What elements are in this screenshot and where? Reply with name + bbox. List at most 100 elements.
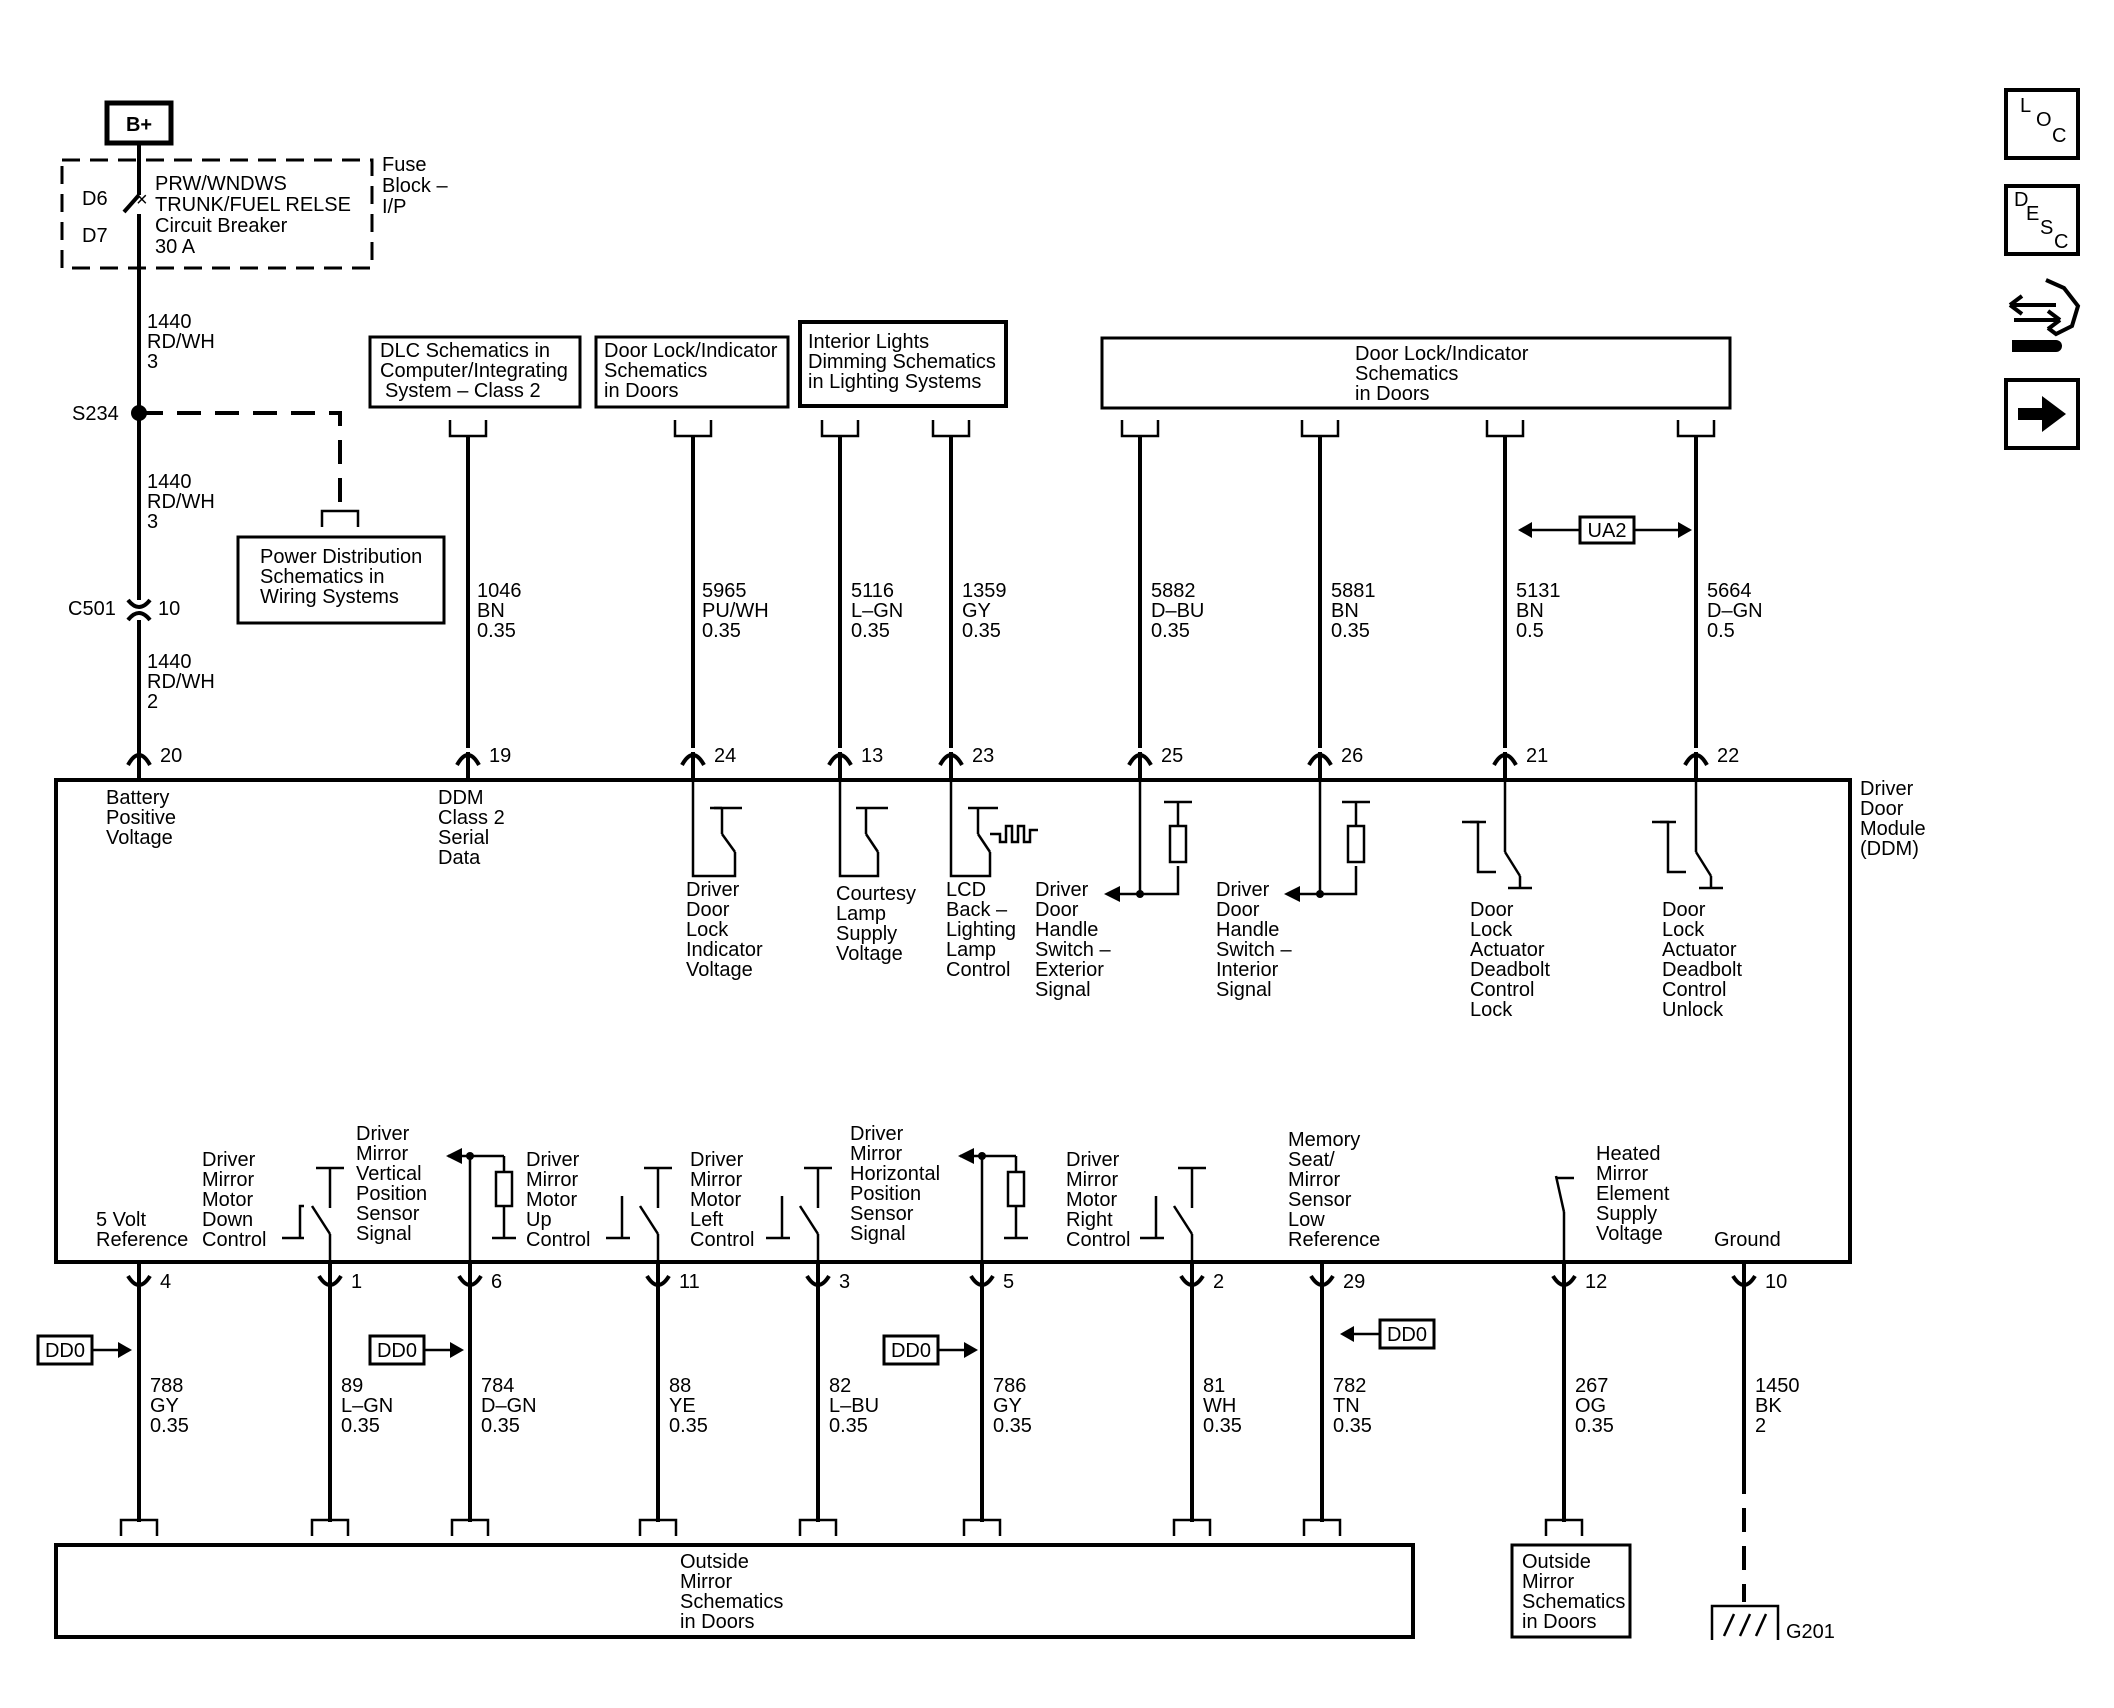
top-wire-4-size: 0.35 [962,620,1001,642]
outside-mirror-box-b[interactable] [1510,1543,1632,1639]
svg-text:DD0: DD0 [1387,1324,1427,1346]
svg-text:Control: Control [946,959,1010,981]
outside-mirror-box-a[interactable] [54,1543,1415,1639]
next-arrow-icon[interactable] [2004,378,2080,450]
dd0-flag-4[interactable]: DD0 [1340,1318,1436,1350]
ua2-label: UA2 [1588,520,1627,542]
svg-text:Reference: Reference [1288,1229,1380,1251]
svg-text:Signal: Signal [356,1223,412,1245]
svg-text:Motor: Motor [202,1189,253,1211]
dd0-flag-2[interactable]: DD0 [368,1334,464,1366]
svg-text:Heated: Heated [1596,1143,1661,1165]
svg-text:in Doors: in Doors [680,1611,754,1633]
svg-text:Back –: Back – [946,899,1008,921]
label-lock-indicator: Driver Door Lock Indicator Voltage [686,879,763,981]
splice-label: S234 [72,403,119,425]
top-wire-7-circuit: 5131 [1516,580,1561,602]
svg-text:Mirror: Mirror [526,1169,579,1191]
dd0-flag-1[interactable]: DD0 [36,1334,132,1366]
svg-text:Driver: Driver [1066,1149,1120,1171]
svg-text:Schematics: Schematics [1522,1591,1625,1613]
svg-text:YE: YE [669,1395,696,1417]
svg-text:Outside: Outside [1522,1551,1591,1573]
svg-text:Deadbolt: Deadbolt [1662,959,1743,981]
interior-lights-box[interactable] [798,320,1008,408]
desc-icon[interactable]: D E S C [2004,184,2080,256]
svg-text:Door: Door [1470,899,1514,921]
fuse-block-outline [60,158,374,270]
top-connector-brackets [448,420,1716,438]
svg-text:Driver: Driver [1216,879,1270,901]
label-serial-data: DDM Class 2 Serial Data [438,787,505,869]
dd0-flag-3[interactable]: DD0 [882,1334,978,1366]
label-vertical-sensor: Driver Mirror Vertical Position Sensor S… [356,1123,427,1245]
top-wire-1-circuit: 1046 [477,580,522,602]
svg-text:Motor: Motor [1066,1189,1117,1211]
breaker-line-1: PRW/WNDWS [155,173,287,195]
svg-text:Driver: Driver [1035,879,1089,901]
label-heated-mirror: Heated Mirror Element Supply Voltage [1596,1143,1670,1245]
svg-text:Mirror: Mirror [690,1169,743,1191]
label-motor-up: Driver Mirror Motor Up Control [526,1149,590,1251]
svg-text:Switch –: Switch – [1035,939,1111,961]
svg-text:O: O [2036,109,2052,131]
c501-connector-symbol [126,598,152,609]
svg-text:0.35: 0.35 [1333,1415,1372,1437]
svg-text:Module: Module [1860,818,1926,840]
dlc-box-line-1: DLC Schematics in [380,340,550,362]
svg-text:782: 782 [1333,1375,1366,1397]
wire-b-color: RD/WH [147,491,215,513]
c501-label: C501 [68,598,116,620]
ddm-module-box [54,778,1852,1264]
door-lock-schematics-box-b[interactable] [1100,336,1732,410]
svg-text:Class 2: Class 2 [438,807,505,829]
wire-c-color: RD/WH [147,671,215,693]
svg-text:Mirror: Mirror [1288,1169,1341,1191]
top-wire-7-color: BN [1516,600,1544,622]
svg-text:Signal: Signal [850,1223,906,1245]
svg-text:Position: Position [356,1183,427,1205]
svg-text:Right: Right [1066,1209,1113,1231]
top-wire-4-color: GY [962,600,991,622]
svg-text:GY: GY [993,1395,1022,1417]
diagnostic-icon[interactable] [2008,278,2081,352]
svg-text:Voltage: Voltage [836,943,903,965]
ground-symbol-g201 [1710,1604,1780,1640]
svg-text:Voltage: Voltage [1596,1223,1663,1245]
module-name: Driver Door Module (DDM) [1860,778,1926,860]
svg-text:Exterior: Exterior [1035,959,1104,981]
label-horizontal-sensor: Driver Mirror Horizontal Position Sensor… [850,1123,940,1245]
top-wire-5-size: 0.35 [1151,620,1190,642]
svg-text:Mirror: Mirror [356,1143,409,1165]
svg-text:D–GN: D–GN [481,1395,537,1417]
svg-text:TN: TN [1333,1395,1360,1417]
power-dist-line-1: Power Distribution [260,546,422,568]
power-dist-box[interactable] [236,535,446,625]
label-courtesy-lamp: Courtesy Lamp Supply Voltage [836,883,916,965]
svg-text:Mirror: Mirror [202,1169,255,1191]
svg-text:6: 6 [491,1271,502,1293]
svg-text:Up: Up [526,1209,552,1231]
bottom-connector-brackets [119,1518,1584,1536]
internal-bottom-arrows [446,1148,986,1164]
svg-text:Mirror: Mirror [850,1143,903,1165]
svg-text:Control: Control [1470,979,1534,1001]
svg-text:Low: Low [1288,1209,1325,1231]
svg-text:Voltage: Voltage [106,827,173,849]
svg-text:Control: Control [202,1229,266,1251]
wire-a-circuit: 1440 [147,311,192,333]
dlc-schematics-box[interactable] [368,335,582,409]
svg-text:Data: Data [438,847,481,869]
label-5v-reference: 5 Volt Reference [96,1209,188,1251]
svg-text:29: 29 [1343,1271,1365,1293]
door-lock-schematics-box-a[interactable] [594,335,790,409]
svg-text:Lighting: Lighting [946,919,1016,941]
label-lcd-backlighting: LCD Back – Lighting Lamp Control [946,879,1016,981]
svg-text:L–GN: L–GN [341,1395,393,1417]
svg-text:10: 10 [1765,1271,1787,1293]
svg-text:Signal: Signal [1035,979,1091,1001]
svg-text:Lock: Lock [686,919,729,941]
svg-text:Driver: Driver [690,1149,744,1171]
loc-icon[interactable]: L O C [2004,88,2080,160]
top-pin-24: 24 [714,745,736,767]
